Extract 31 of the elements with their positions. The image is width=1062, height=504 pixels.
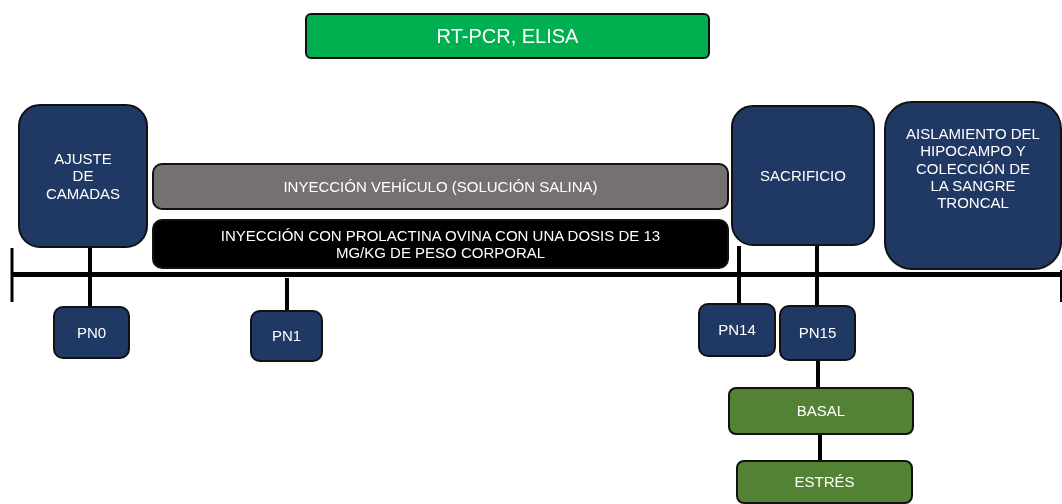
node-label: SACRIFICIO (760, 167, 846, 185)
day-box (250, 310, 323, 362)
condition-box (728, 387, 914, 435)
treatment-bar (152, 219, 729, 269)
condition-box (736, 460, 913, 504)
method-box (305, 13, 710, 59)
node-label: PN1 (271, 327, 302, 345)
node-label: ESTRÉS (794, 473, 855, 491)
connector-line (818, 435, 822, 460)
day-box (53, 306, 130, 359)
node-label: AJUSTE DE CAMADAS (44, 150, 122, 202)
connector-line (88, 248, 92, 306)
treatment-bar (152, 163, 729, 210)
connector-line (285, 278, 289, 310)
connector-line (815, 246, 819, 305)
node-label: INYECCIÓN VEHÍCULO (SOLUCIÓN SALINA) (283, 177, 598, 196)
node-label: BASAL (796, 402, 846, 420)
node-label: PN14 (718, 321, 756, 339)
process-box (18, 104, 148, 248)
day-box (779, 305, 856, 361)
process-box (884, 101, 1062, 270)
timeline-bar (12, 272, 1062, 277)
process-box (731, 105, 875, 246)
node-label: PN15 (798, 324, 837, 342)
node-label: INYECCIÓN CON PROLACTINA OVINA CON UNA DOSIS DE 13 MG/KG DE PESO CORPORAL (219, 226, 662, 262)
node-label: PN0 (76, 323, 107, 342)
node-label: RT-PCR, ELISA (436, 24, 579, 48)
node-label: AISLAMIENTO DEL HIPOCAMPO Y COLECCIÓN DE LA SANGRE TRONCAL (906, 125, 1040, 212)
day-box (698, 303, 776, 357)
connector-line (816, 361, 820, 387)
connector-line (737, 246, 741, 303)
